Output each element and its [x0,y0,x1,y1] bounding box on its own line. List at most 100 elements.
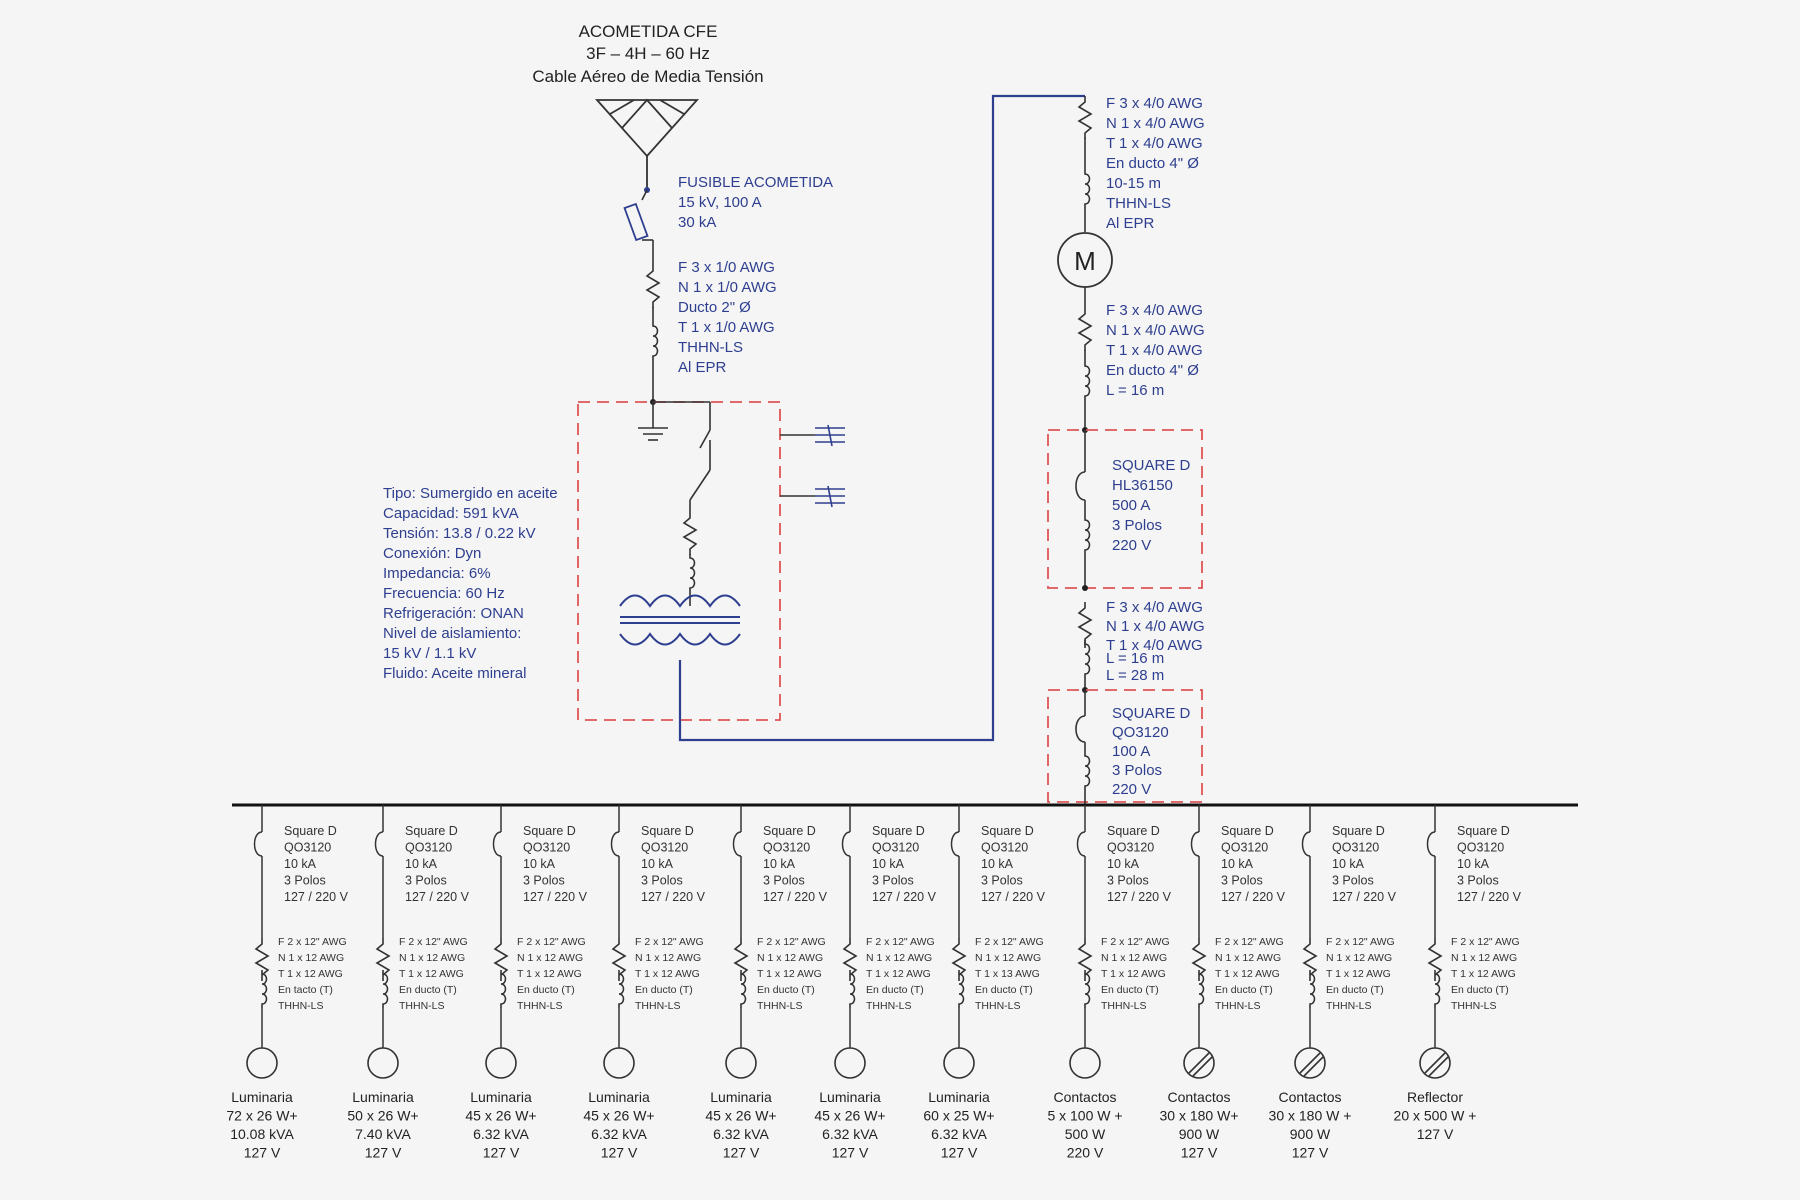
breaker-label-line: 3 Polos [1112,517,1162,534]
branch-cable-label: En ducto (Т) [1101,984,1159,996]
transformer-spec-line: Nivel de aislamiento: [383,625,521,642]
load-label: 500 W [1065,1126,1106,1142]
branch-breaker-label: QO3120 [981,841,1028,855]
load-label: Luminaria [710,1089,772,1105]
load-label: 127 V [941,1145,978,1161]
branch-breaker-label: Square D [1457,824,1510,838]
branch-cable-label: THHN-LS [866,1000,912,1012]
branch-breaker-label: 127 / 220 V [1107,890,1172,904]
branch-cable-label: THHN-LS [517,1000,563,1012]
cable-label-line: T 1 x 4/0 AWG [1106,135,1203,152]
branch-cable-icon [1078,937,1092,1048]
branch-breaker-label: 10 kA [523,857,556,871]
branch-cable-label: N 1 x 12 AWG [635,952,701,964]
branch-cable-label: En ducto (Т) [1451,984,1509,996]
transformer-spec-line: Refrigeración: ONAN [383,605,524,622]
cable-label-line: En ducto 4" Ø [1106,362,1199,379]
load-label: Luminaria [470,1089,532,1105]
branch-cable-label: En ducto (Т) [635,984,693,996]
branch-cable-label: T 1 x 12 AWG [757,968,822,980]
mv-cable-label-line: THHN-LS [678,339,743,356]
transformer-spec-line: 15 kV / 1.1 kV [383,645,476,662]
breaker-label-line: 500 A [1112,497,1150,514]
load-label: Reflector [1407,1089,1463,1105]
cable-main-panel-label: F 3 x 4/0 AWG N 1 x 4/0 AWG T 1 x 4/0 AW… [1106,599,1205,684]
load-label: 6.32 kVA [473,1126,529,1142]
branch-breaker-label: 10 kA [641,857,674,871]
load-label: 127 V [1181,1145,1218,1161]
branch-cable-icon [1428,937,1442,1048]
branch-breaker-label: 127 / 220 V [763,890,828,904]
branch-cable-label: N 1 x 12 AWG [1326,952,1392,964]
branch-cable-label: T 1 x 12 AWG [635,968,700,980]
branch-circuits: Square D QO3120 10 kA 3 Polos 127 / 220 V F 2… [226,805,1522,1161]
lamp-icon [485,1047,517,1079]
load-label: Contactos [1167,1089,1230,1105]
branch-breaker-icon [610,805,620,938]
load-label: 127 V [723,1145,760,1161]
cable-label-line: Al EPR [1106,215,1155,232]
branch-breaker-label: 3 Polos [641,874,683,888]
mv-cable-label-line: Al EPR [678,359,727,376]
branch-cable-label: F 2 x 12" AWG [399,936,468,948]
overhead-line-icon [594,98,700,190]
branch-cable-label: En ducto (Т) [399,984,457,996]
contact-icon [1069,1047,1101,1079]
panel-breaker-enclosure [1047,689,1203,803]
cable-meter-main-label: F 3 x 4/0 AWG N 1 x 4/0 AWG T 1 x 4/0 AW… [1106,302,1205,399]
breaker-label-line: 100 A [1112,743,1150,760]
branch-breaker-label: QO3120 [1221,841,1268,855]
fuse-label: FUSIBLE ACOMETIDA 15 kV, 100 A 30 kA [678,174,833,231]
branch-breaker-label: Square D [1221,824,1274,838]
branch-breaker-label: 127 / 220 V [641,890,706,904]
transformer-breaker [683,511,697,606]
load-label: 60 x 25 W+ [923,1108,994,1124]
branch-cable-label: THHN-LS [757,1000,803,1012]
branch-breaker-label: 3 Polos [284,874,326,888]
branch-cable-icon [1192,937,1206,1048]
panel-breaker-label: SQUARE D QO3120 100 A 3 Polos 220 V [1112,705,1191,798]
outlet-icon [1419,1047,1451,1079]
branch-cable-label: F 2 x 12" AWG [866,936,935,948]
branch-breaker-icon [492,805,502,938]
transformer-spec-line: Impedancia: 6% [383,565,491,582]
branch-cable-label: N 1 x 12 AWG [866,952,932,964]
secondary-feeder [678,94,1085,742]
branch-cable-label: En ducto (Т) [1326,984,1384,996]
branch-cable-label: F 2 x 12" AWG [757,936,826,948]
load-label: 6.32 kVA [931,1126,987,1142]
branch-breaker-label: 3 Polos [763,874,805,888]
outlet-icon [1183,1047,1215,1079]
cable-label-line: N 1 x 4/0 AWG [1106,618,1205,635]
branch-cable-label: N 1 x 12 AWG [399,952,465,964]
branch-breaker-label: 127 / 220 V [1332,890,1397,904]
cable-to-meter-label: F 3 x 4/0 AWG N 1 x 4/0 AWG T 1 x 4/0 AW… [1106,95,1205,232]
branch-cable-label: T 1 x 12 AWG [1215,968,1280,980]
load-label: 30 x 180 W+ [1160,1108,1239,1124]
branch-breaker-label: 127 / 220 V [872,890,937,904]
cable-label-line: THHN-LS [1106,195,1171,212]
branch-breaker-label: 3 Polos [405,874,447,888]
branch-cable-label: F 2 x 12" AWG [1451,936,1520,948]
branch-breaker-label: Square D [523,824,576,838]
load-label: 900 W [1179,1126,1220,1142]
load-label: 127 V [244,1145,281,1161]
load-label: 127 V [1292,1145,1329,1161]
cable-label-line: T 1 x 4/0 AWG [1106,637,1203,654]
branch-cable-icon [734,937,748,1048]
transformer-spec: Tipo: Sumergido en aceite Capacidad: 591… [383,485,558,682]
mv-cable-label-line: T 1 x 1/0 AWG [678,319,775,336]
substation-internals [638,401,711,512]
lamp-icon [367,1047,399,1079]
branch-breaker-label: 10 kA [763,857,796,871]
breaker-label-line: 220 V [1112,781,1151,798]
lamp-icon [725,1047,757,1079]
branch-breaker-label: 3 Polos [1107,874,1149,888]
breaker-label-line: SQUARE D [1112,457,1191,474]
branch-cable-label: F 2 x 12" AWG [635,936,704,948]
